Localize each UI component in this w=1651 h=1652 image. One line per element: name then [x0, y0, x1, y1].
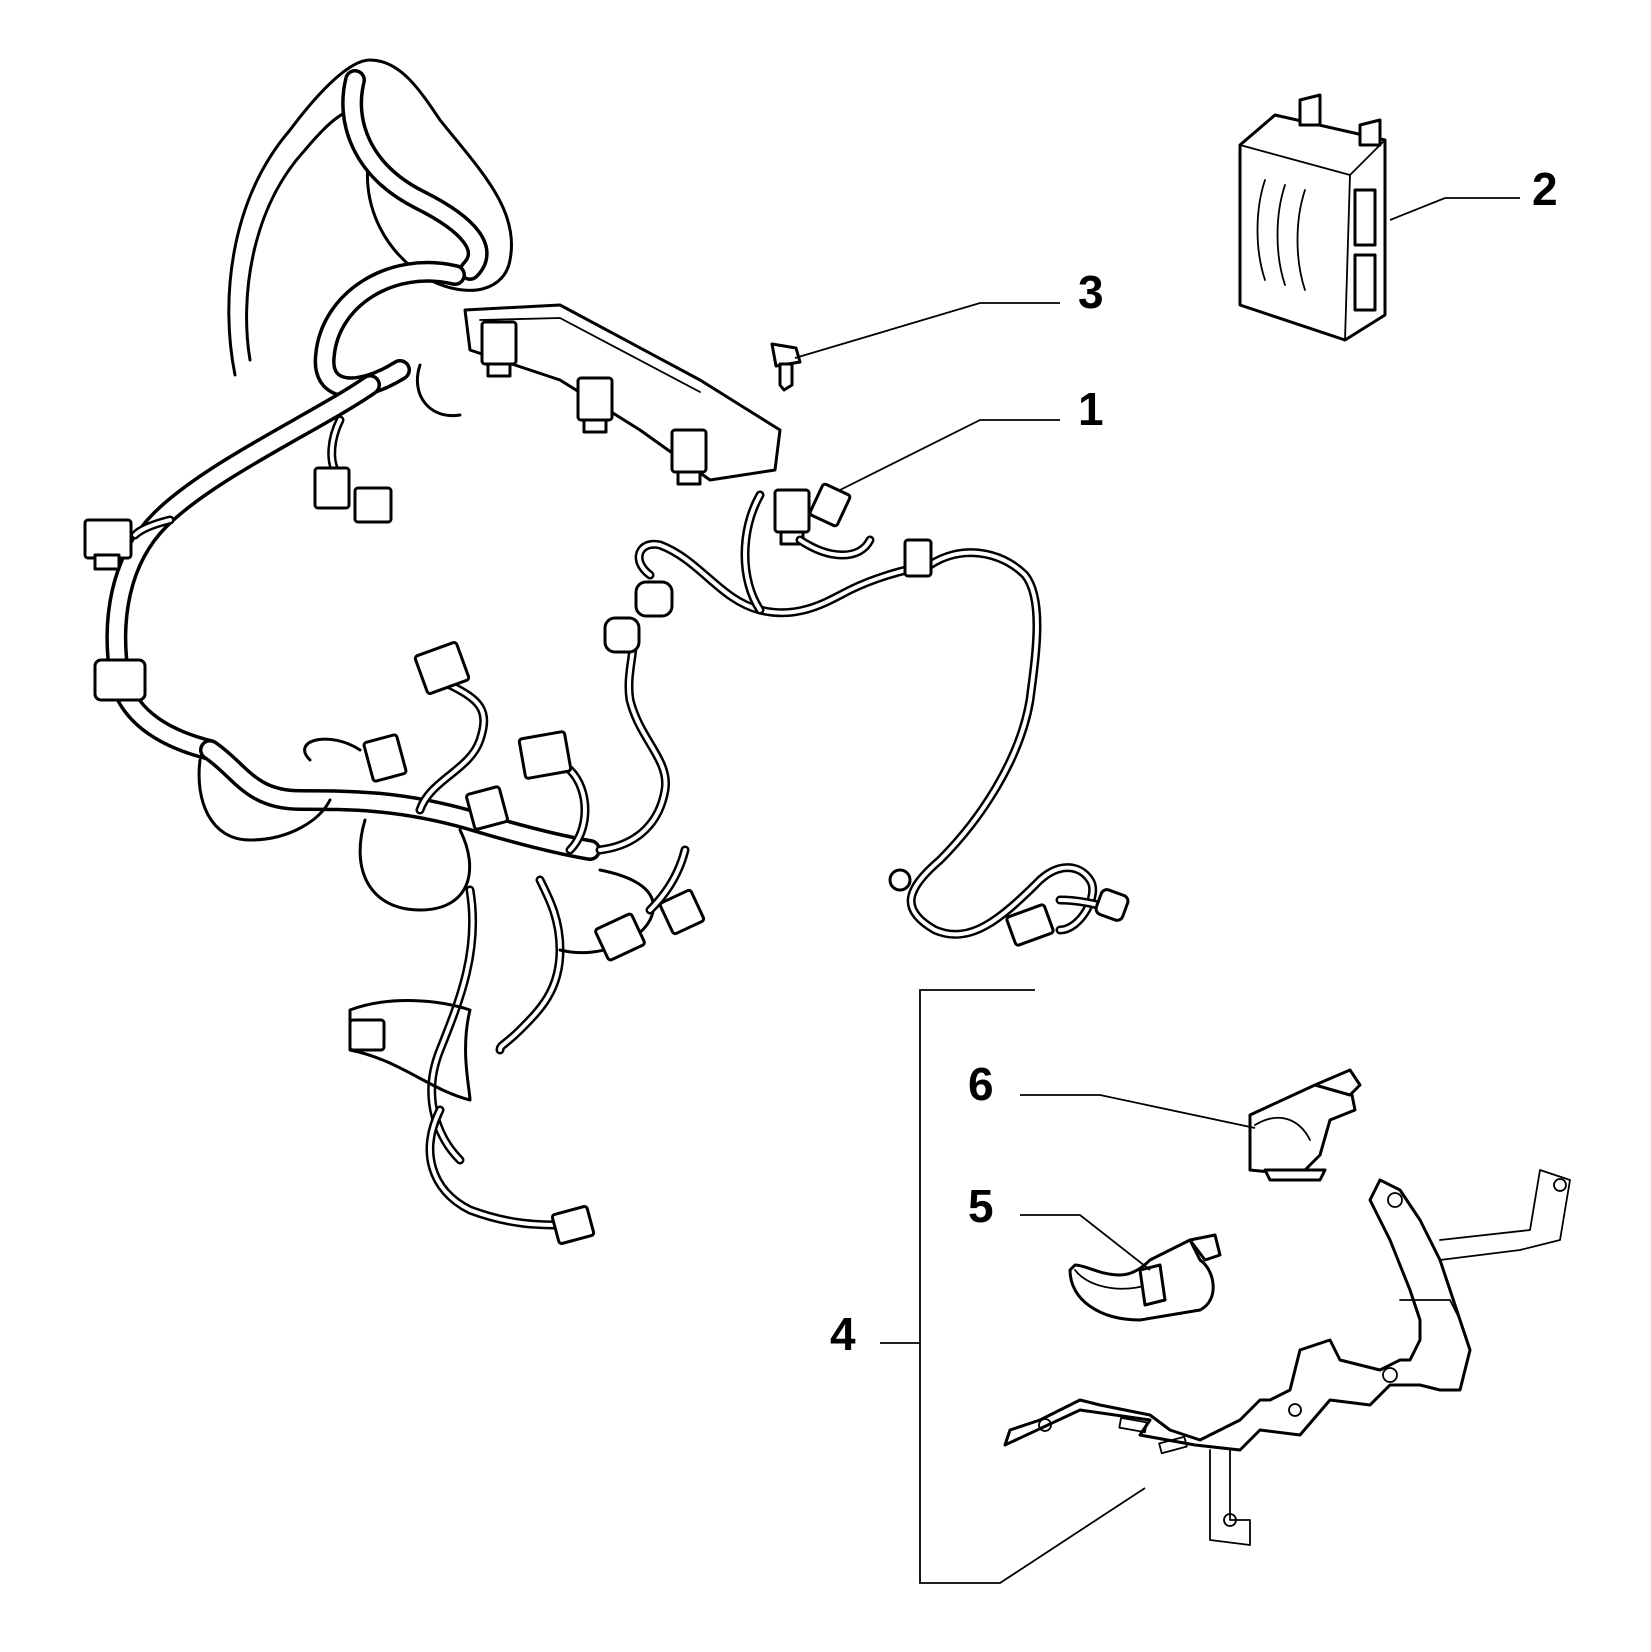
eyelet-terminal [888, 868, 912, 892]
side-connector [83, 518, 133, 571]
leader-5 [1020, 1214, 1151, 1271]
callout-5: 5 [968, 1180, 994, 1232]
branch-connector [465, 785, 509, 831]
end-connector [1094, 888, 1130, 922]
end-connector [1005, 903, 1055, 947]
callout-1: 1 [1078, 383, 1104, 435]
bolt [770, 342, 802, 392]
leader-3 [794, 302, 1060, 359]
rail-connector [480, 320, 518, 378]
callout-3: 3 [1078, 266, 1104, 318]
rail-connector [670, 428, 708, 486]
wiring-harness [83, 58, 1130, 1245]
branch-connector [348, 1018, 386, 1052]
leader-1 [839, 419, 1060, 491]
end-connector [550, 1205, 596, 1245]
branch-connector [594, 912, 646, 962]
callout-2: 2 [1532, 163, 1558, 215]
round-connector [634, 580, 674, 618]
round-connector [603, 616, 641, 654]
branch-connector [517, 730, 573, 780]
clip-6 [1248, 1068, 1362, 1182]
rail-connector [808, 482, 852, 528]
bracket-clip [903, 538, 933, 578]
clip-5 [1068, 1233, 1222, 1322]
callout-4: 4 [830, 1308, 856, 1360]
leader-4-bracket [919, 989, 1146, 1584]
callout-6: 6 [968, 1058, 994, 1110]
control-unit [1238, 93, 1387, 342]
bracket-4 [1003, 1169, 1571, 1546]
branch-connector [658, 888, 706, 936]
branch-connector [362, 733, 408, 783]
leader-2 [1389, 197, 1520, 221]
rail-connector [576, 376, 614, 434]
leader-lines [794, 197, 1520, 1584]
rail-connector [773, 488, 811, 546]
branch-connector [413, 641, 471, 695]
callout-labels: 1 2 3 4 5 6 [830, 163, 1558, 1360]
sensor-connector [313, 466, 393, 524]
leader-6 [1020, 1094, 1256, 1129]
